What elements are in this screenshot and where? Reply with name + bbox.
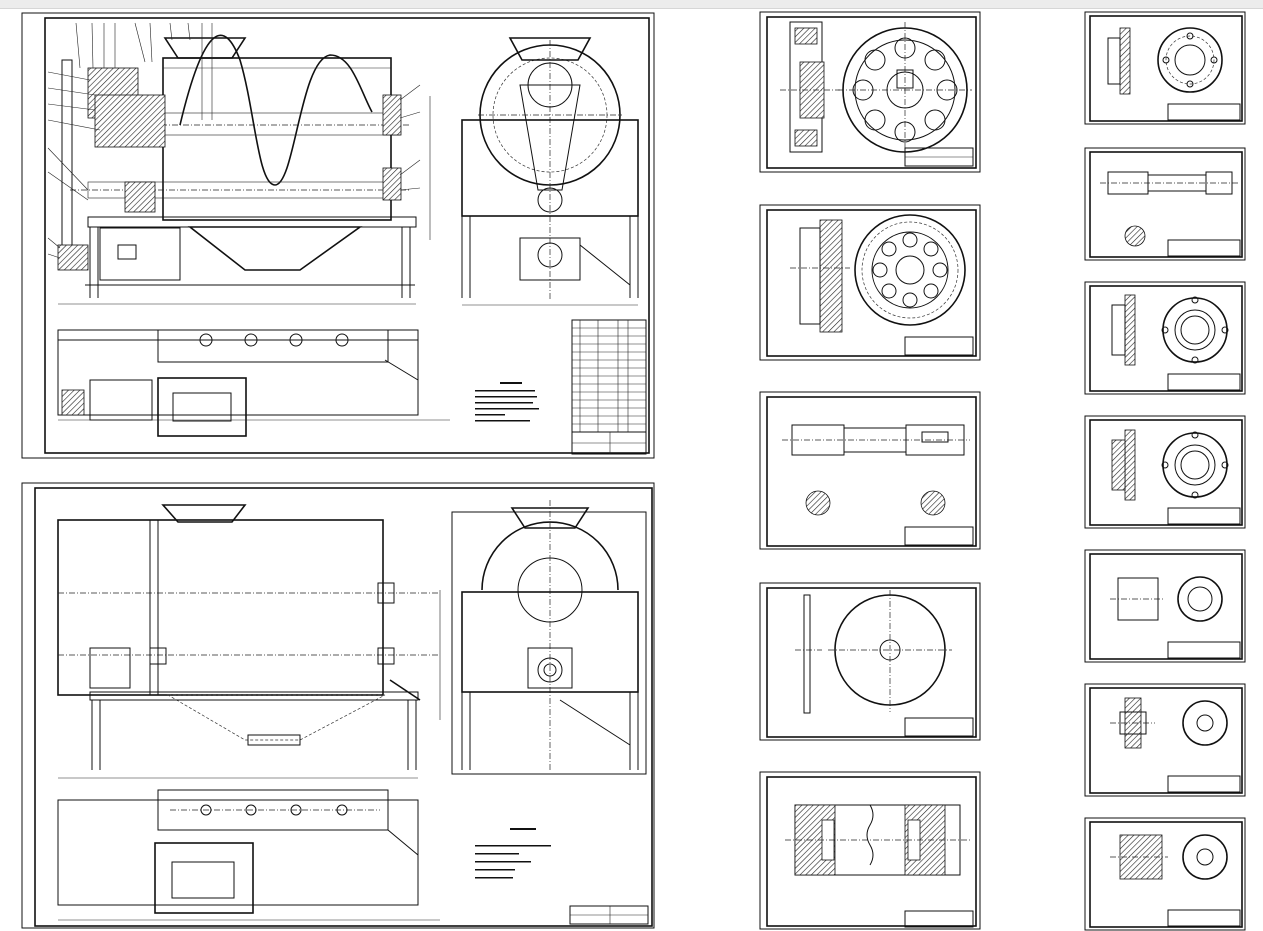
sheet-shaft[interactable] [759, 391, 981, 550]
sheet-assembly-outline[interactable] [21, 482, 655, 929]
window-top-strip [0, 0, 1263, 9]
sheet-drum-section[interactable] [759, 771, 981, 930]
sheet-sprocket-small[interactable] [1084, 817, 1246, 931]
sheet-bushing[interactable] [1084, 549, 1246, 663]
sheet-disc-plate[interactable] [759, 582, 981, 741]
sheet-flange-bearing-cover-1[interactable] [1084, 11, 1246, 125]
sheet-assembly-main[interactable] [21, 12, 655, 459]
sheet-pulley-small[interactable] [1084, 683, 1246, 797]
sheet-flange-bearing-cover-2[interactable] [1084, 281, 1246, 395]
sheet-sprocket-gear[interactable] [759, 204, 981, 361]
sheet-pulley-large[interactable] [759, 11, 981, 173]
sheet-flange-bearing-cover-3[interactable] [1084, 415, 1246, 529]
sheet-shaft-small[interactable] [1084, 147, 1246, 261]
